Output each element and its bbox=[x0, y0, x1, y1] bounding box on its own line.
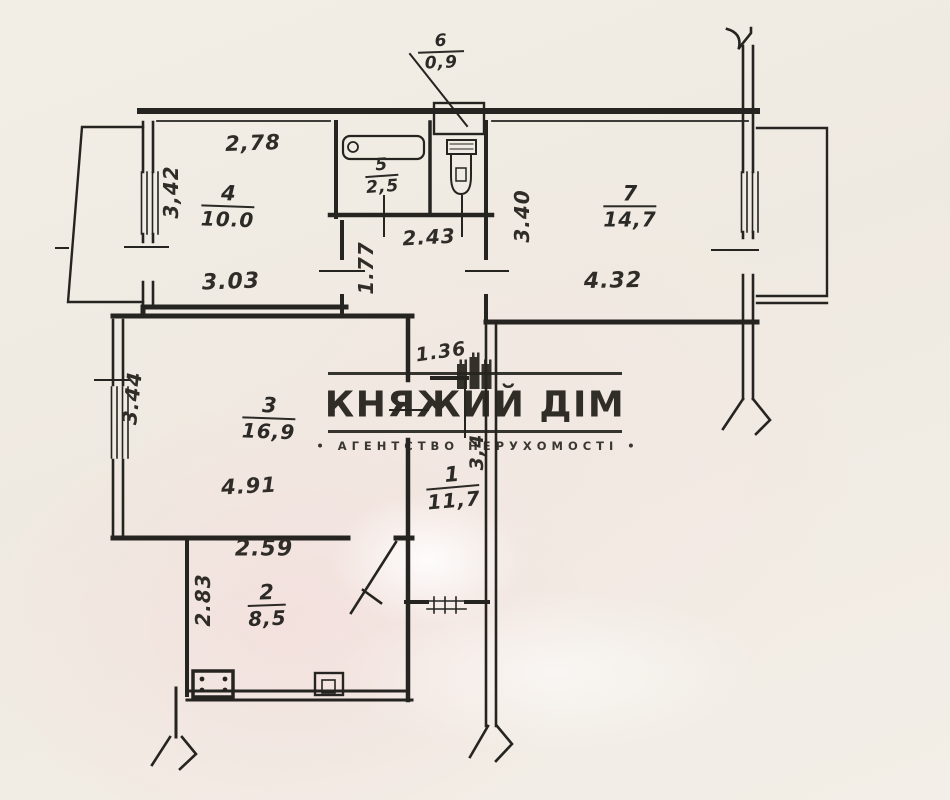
sink-icon bbox=[313, 671, 345, 697]
dim-label: 2.59 bbox=[234, 536, 294, 562]
room-area: 0,9 bbox=[424, 52, 459, 74]
room-number: 5 bbox=[364, 155, 399, 179]
bathtub-icon bbox=[341, 134, 426, 161]
stove-icon bbox=[191, 669, 235, 699]
watermark-subtitle: • АГЕНТСТВО НЕРУХОМОСТІ • bbox=[316, 439, 640, 453]
dim-label: 1.77 bbox=[354, 241, 378, 295]
interior-walls bbox=[110, 120, 760, 703]
door-ticks bbox=[55, 195, 759, 411]
watermark-rule-top bbox=[328, 372, 622, 375]
room-label-3: 3 16,9 bbox=[241, 393, 297, 445]
room-area: 16,9 bbox=[241, 418, 296, 445]
dim-label: 3,42 bbox=[159, 165, 183, 219]
room-number: 4 bbox=[201, 181, 256, 209]
door-leaf bbox=[349, 540, 398, 615]
room-area: 14,7 bbox=[603, 207, 657, 232]
room-label-4: 4 10.0 bbox=[200, 181, 256, 233]
exterior-walls bbox=[111, 44, 760, 739]
room-area: 2,5 bbox=[365, 176, 400, 199]
break-marks bbox=[150, 26, 772, 771]
room-label-1: 1 11,7 bbox=[424, 462, 482, 515]
room-label-6: 6 0,9 bbox=[417, 31, 464, 74]
dim-label: 2,78 bbox=[224, 130, 282, 156]
watermark-rule-bottom bbox=[328, 430, 622, 433]
watermark-title: КНЯЖИЙ ДІМ bbox=[324, 384, 626, 426]
dim-label: 4.32 bbox=[583, 267, 643, 295]
leader-line bbox=[408, 52, 469, 128]
room-label-7: 7 14,7 bbox=[603, 182, 657, 232]
window-hatching bbox=[110, 171, 759, 459]
room-number: 6 bbox=[417, 31, 464, 55]
balconies bbox=[66, 125, 829, 305]
room-label-5: 5 2,5 bbox=[364, 155, 400, 199]
room-area: 10.0 bbox=[200, 206, 255, 233]
dim-label: 3.03 bbox=[201, 268, 261, 296]
room-number: 7 bbox=[603, 182, 657, 208]
room-area: 11,7 bbox=[426, 486, 482, 515]
room-label-2: 2 8,5 bbox=[246, 580, 288, 632]
room-number: 2 bbox=[246, 580, 287, 608]
dim-label: 4.91 bbox=[220, 472, 278, 500]
dim-label: 2.43 bbox=[401, 223, 457, 251]
room-area: 8,5 bbox=[247, 606, 288, 632]
dim-label: 3.40 bbox=[510, 189, 534, 243]
room-number: 3 bbox=[242, 393, 297, 421]
castle-icon bbox=[457, 352, 492, 389]
toilet-icon bbox=[446, 139, 477, 196]
dim-label: 2.83 bbox=[191, 573, 215, 627]
